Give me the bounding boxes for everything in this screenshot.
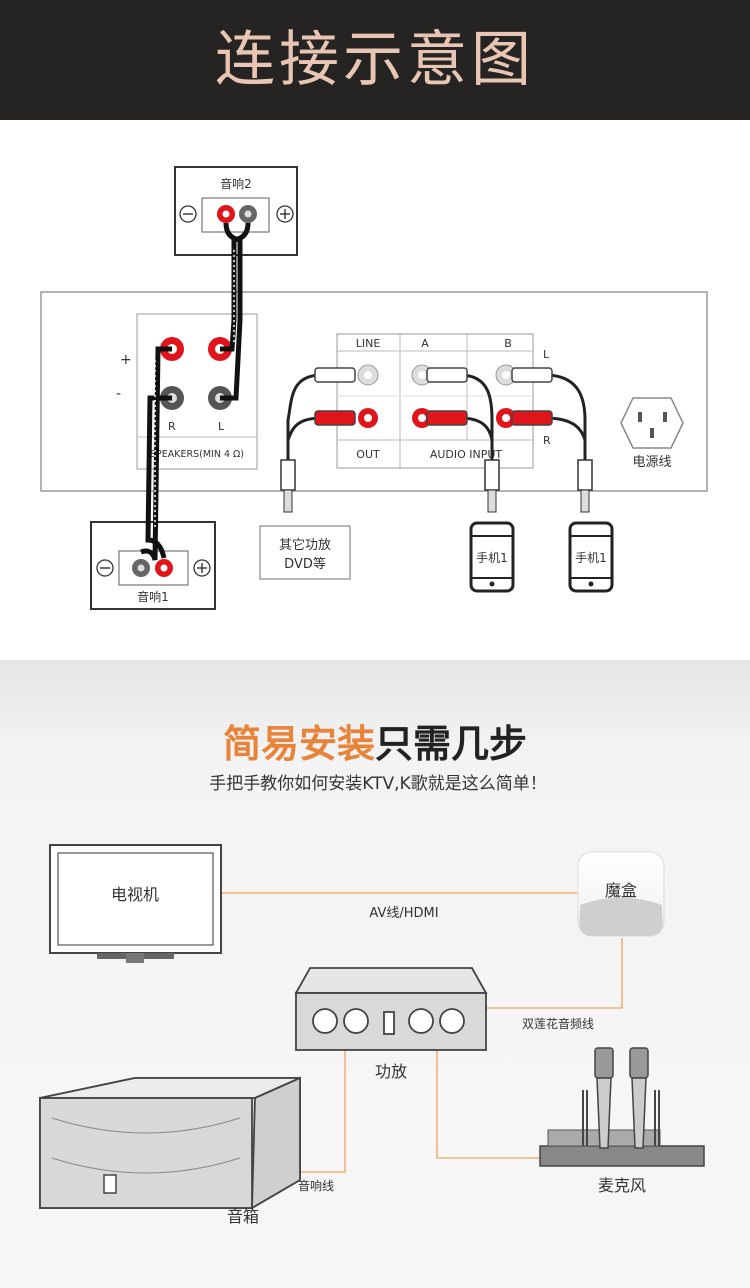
speakers-caption: SPEAKERS(MIN 4 Ω) <box>150 449 244 460</box>
speaker-cable-2 <box>220 222 251 401</box>
tv-label: 电视机 <box>111 885 159 904</box>
speaker-cable-1 <box>140 346 172 561</box>
page-title: 连接示意图 <box>215 25 535 95</box>
jack-b-red <box>496 408 516 428</box>
wiring-diagram: + - R L SPEAKERS(MIN 4 Ω) LINE A <box>40 166 708 610</box>
av-cable-label: AV线/HDMI <box>369 906 438 921</box>
terminal-l-label: L <box>218 420 225 433</box>
audio-input-label: AUDIO INPUT <box>430 448 503 461</box>
power-label: 电源线 <box>632 455 671 470</box>
speaker-cable-label: 音响线 <box>298 1178 334 1193</box>
plus-label: + <box>120 352 132 368</box>
jack-line-white <box>357 364 379 386</box>
side-l-label: L <box>543 348 550 361</box>
out-label: OUT <box>356 448 380 461</box>
install-title-rest: 只需几步 <box>375 722 527 766</box>
power-socket-icon <box>620 397 684 449</box>
other-amp-line1: 其它功放 <box>279 537 331 553</box>
connection-lines <box>221 892 623 1173</box>
tv-icon <box>49 844 222 963</box>
line-label: LINE <box>356 337 381 350</box>
amplifier-icon <box>294 967 488 1051</box>
speaker-label: 音箱 <box>227 1207 259 1226</box>
rca-cable-b <box>511 367 593 513</box>
minus-label: - <box>116 386 121 402</box>
tv-box-label: 魔盒 <box>605 881 637 900</box>
speaker-cabinet-icon <box>39 1076 301 1210</box>
install-title-highlight: 简易安装 <box>223 722 375 766</box>
audio-io-block: LINE A B OUT AUDIO INPUT L R <box>336 333 551 469</box>
input-b-label: B <box>504 337 512 350</box>
phone-2-label: 手机1 <box>575 551 607 565</box>
phone-1-label: 手机1 <box>476 551 508 565</box>
phone-1-icon <box>469 521 515 593</box>
tv-box-icon <box>577 851 665 937</box>
microphone-label: 麦克风 <box>598 1176 646 1195</box>
side-r-label: R <box>543 434 551 447</box>
jack-line-red <box>358 408 378 428</box>
header-bar: 连接示意图 <box>0 0 750 120</box>
speaker-1-label: 音响1 <box>137 589 169 604</box>
input-a-label: A <box>421 337 429 350</box>
rca-cable-out <box>280 367 356 513</box>
install-title: 简易安装只需几步 <box>223 722 527 766</box>
other-amp-box <box>259 525 351 580</box>
speaker-2-label: 音响2 <box>220 176 252 191</box>
rca-cable-label: 双莲花音频线 <box>522 1016 594 1031</box>
other-amp-line2: DVD等 <box>284 556 326 572</box>
install-subtitle: 手把手教你如何安装KTV,K歌就是这么简单！ <box>209 774 546 794</box>
amplifier-label: 功放 <box>375 1062 407 1081</box>
microphone-icon <box>539 1047 705 1167</box>
rca-cable-a <box>426 367 500 513</box>
phone-2-icon <box>568 521 614 593</box>
terminal-r-label: R <box>168 420 176 433</box>
